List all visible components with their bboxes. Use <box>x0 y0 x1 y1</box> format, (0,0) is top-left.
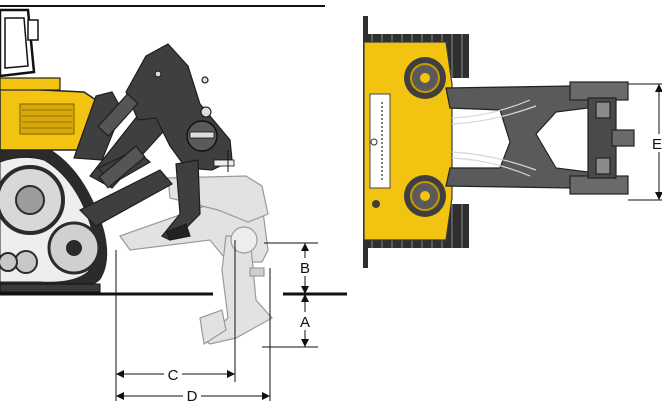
ripper-lowered-ghost <box>119 175 273 345</box>
extension-lines <box>115 240 271 401</box>
hydraulic-cylinder <box>98 145 146 189</box>
cooling-fan-lower <box>404 175 446 217</box>
hydraulic-cylinder <box>97 93 139 137</box>
ripper-tip <box>165 223 191 241</box>
dimension-label-A: A <box>300 314 310 331</box>
top-view: E <box>363 16 662 268</box>
hydraulic-hoses <box>451 99 537 177</box>
ripper-top <box>445 81 635 195</box>
side-view: B A C <box>0 5 347 401</box>
dimension-E: E <box>628 83 662 201</box>
dimension-label-D: D <box>187 388 198 401</box>
machine-body <box>0 77 97 151</box>
dimension-label-E: E <box>652 136 662 153</box>
operator-cab <box>0 8 39 78</box>
dimension-D: D <box>116 387 270 401</box>
dimension-label-B: B <box>300 260 310 277</box>
dimension-B: B <box>264 242 318 294</box>
ripper-frame <box>73 43 235 241</box>
cooling-fan-upper <box>404 57 446 99</box>
dimension-C: C <box>116 365 235 384</box>
dimension-A: A <box>262 294 318 348</box>
dimension-label-C: C <box>168 367 179 384</box>
track-assembly <box>0 144 108 293</box>
engine-grille <box>19 103 75 135</box>
